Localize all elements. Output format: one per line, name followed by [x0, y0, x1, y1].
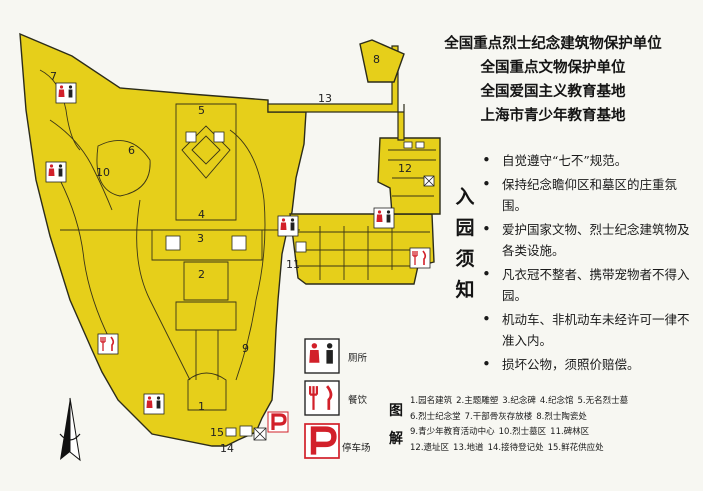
map-label-4: 4 — [198, 208, 205, 221]
legend-row: 9.青少年教育活动中心 10.烈士墓区 11.碑林区 — [410, 425, 700, 441]
legend-heading: 图 解 — [386, 397, 406, 453]
legend-entry: 11.碑林区 — [550, 427, 590, 437]
designation-titles: 全国重点烈士纪念建筑物保护单位 全国重点文物保护单位 全国爱国主义教育基地 上海… — [408, 32, 698, 128]
legend-entry: 4.纪念馆 — [539, 396, 574, 406]
legend-entry: 9.青少年教育活动中心 — [410, 427, 495, 437]
notice-heading-char: 园 — [455, 217, 475, 239]
toilet-icon — [277, 215, 299, 237]
legend-entry: 10.烈士墓区 — [498, 427, 547, 437]
fork-knife-icon — [97, 333, 119, 355]
legend-parking-icon — [305, 424, 339, 458]
legend-entry: 3.纪念碑 — [502, 396, 536, 406]
map-label-15: 15 — [210, 426, 224, 439]
legend-dining-icon — [303, 379, 341, 417]
map-details — [39, 69, 436, 411]
visitor-rules: 自觉遵守“七不”规范。 保持纪念瞻仰区和墓区的庄重氛围。 爱护国家文物、烈士纪念… — [480, 150, 698, 378]
rule-item: 机动车、非机动车未经许可一律不准入内。 — [480, 309, 698, 351]
parking-icon — [266, 410, 290, 434]
designation-title: 全国爱国主义教育基地 — [480, 84, 626, 100]
map-label-13: 13 — [318, 92, 332, 105]
toilet-icon — [55, 82, 77, 104]
designation-title: 全国重点文物保护单位 — [480, 60, 626, 76]
legend-toilet-icon — [304, 338, 340, 374]
map-label-11: 11 — [286, 258, 300, 271]
toilet-icon — [373, 207, 395, 229]
legend-entry: 14.接待登记处 — [487, 442, 544, 453]
designation-title: 上海市青少年教育基地 — [480, 108, 626, 124]
legend-entry: 6.烈士纪念堂 — [410, 411, 461, 422]
legend-row: 12.遗址区 13.地道 14.接待登记处 15.鲜花供应处 — [410, 441, 700, 457]
legend-toilet-label: 厕所 — [348, 353, 368, 364]
legend-heading-char: 图 — [389, 403, 403, 419]
pottery-area — [359, 39, 405, 83]
map-label-2: 2 — [198, 268, 205, 281]
map-label-5: 5 — [198, 104, 205, 117]
rule-item: 保持纪念瞻仰区和墓区的庄重氛围。 — [480, 174, 698, 216]
rule-item: 损坏公物，须照价赔偿。 — [480, 354, 698, 375]
east-area — [289, 213, 435, 285]
rule-item: 凡衣冠不整者、携带宠物者不得入园。 — [480, 264, 698, 306]
map-label-8: 8 — [373, 53, 380, 66]
map-label-3: 3 — [197, 232, 204, 245]
legend-entry: 13.地道 — [453, 442, 484, 453]
legend-row: 6.烈士纪念堂 7.干部骨灰存放楼 8.烈士陶瓷处 — [410, 410, 700, 426]
legend-row: 1.园名建筑 2.主题雕塑 3.纪念碑 4.纪念馆 5.无名烈士墓 — [410, 394, 700, 410]
fork-knife-icon — [409, 247, 431, 269]
notice-heading-char: 入 — [455, 186, 475, 208]
legend-heading-char: 解 — [389, 431, 403, 447]
map-label-9: 9 — [242, 342, 249, 355]
legend-entry: 7.干部骨灰存放楼 — [464, 411, 533, 422]
legend-dining-label: 餐饮 — [348, 395, 368, 406]
legend-parking-label: 停车场 — [342, 443, 371, 454]
notice-heading-char: 知 — [455, 279, 475, 301]
map-number-labels: 1 2 3 4 5 6 7 8 9 10 11 12 13 14 15 — [50, 53, 412, 455]
map-label-12: 12 — [398, 162, 412, 175]
legend-entry: 15.鲜花供应处 — [547, 442, 604, 453]
rule-item: 爱护国家文物、烈士纪念建筑物及各类设施。 — [480, 219, 698, 261]
toilet-icon — [45, 161, 67, 183]
map-label-7: 7 — [50, 70, 57, 83]
legend-entry: 2.主题雕塑 — [456, 396, 499, 406]
legend-list: 1.园名建筑 2.主题雕塑 3.纪念碑 4.纪念馆 5.无名烈士墓 6.烈士纪念… — [410, 394, 700, 456]
rule-item: 自觉遵守“七不”规范。 — [480, 150, 698, 171]
legend-entry: 8.烈士陶瓷处 — [536, 411, 587, 422]
map-label-10: 10 — [96, 166, 110, 179]
legend-entry: 5.无名烈士墓 — [577, 396, 629, 406]
north-arrow-icon — [59, 397, 81, 462]
notice-heading: 入 园 须 知 — [452, 182, 478, 306]
map-label-14: 14 — [220, 442, 234, 455]
map-label-1: 1 — [198, 400, 205, 413]
designation-title: 全国重点烈士纪念建筑物保护单位 — [444, 36, 662, 52]
map-label-6: 6 — [128, 144, 135, 157]
notice-heading-char: 须 — [455, 248, 475, 270]
gate-icon — [253, 427, 267, 441]
gate-icon — [423, 175, 435, 187]
legend-entry: 1.园名建筑 — [410, 396, 453, 406]
toilet-icon — [143, 393, 165, 415]
building-blocks — [165, 131, 425, 437]
legend-entry: 12.遗址区 — [410, 442, 450, 453]
